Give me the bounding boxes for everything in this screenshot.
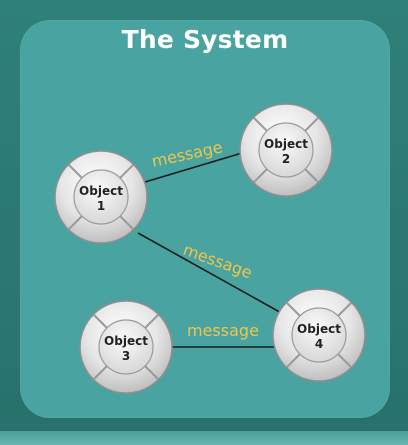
object-4-number: 4 xyxy=(315,337,323,351)
object-4-label: Object xyxy=(297,322,341,336)
connector-1-2 xyxy=(144,152,243,183)
object-1-number: 1 xyxy=(97,199,105,213)
message-label-3-4: message xyxy=(187,321,259,340)
object-1-label: Object xyxy=(79,184,123,198)
object-1-node[interactable]: Object 1 xyxy=(54,150,148,244)
connectors xyxy=(137,152,286,348)
bottom-strip xyxy=(0,431,408,445)
object-2-number: 2 xyxy=(282,152,290,166)
object-3-node[interactable]: Object 3 xyxy=(79,300,173,394)
object-2-label: Object xyxy=(264,137,308,151)
diagram-title: The System xyxy=(121,25,289,54)
object-2-node[interactable]: Object 2 xyxy=(239,103,333,197)
connector-1-4 xyxy=(137,232,286,316)
object-3-number: 3 xyxy=(122,349,130,363)
object-3-label: Object xyxy=(104,334,148,348)
message-label-1-2: message xyxy=(150,137,224,171)
message-label-1-4: message xyxy=(181,240,255,282)
object-4-node[interactable]: Object 4 xyxy=(272,288,366,382)
